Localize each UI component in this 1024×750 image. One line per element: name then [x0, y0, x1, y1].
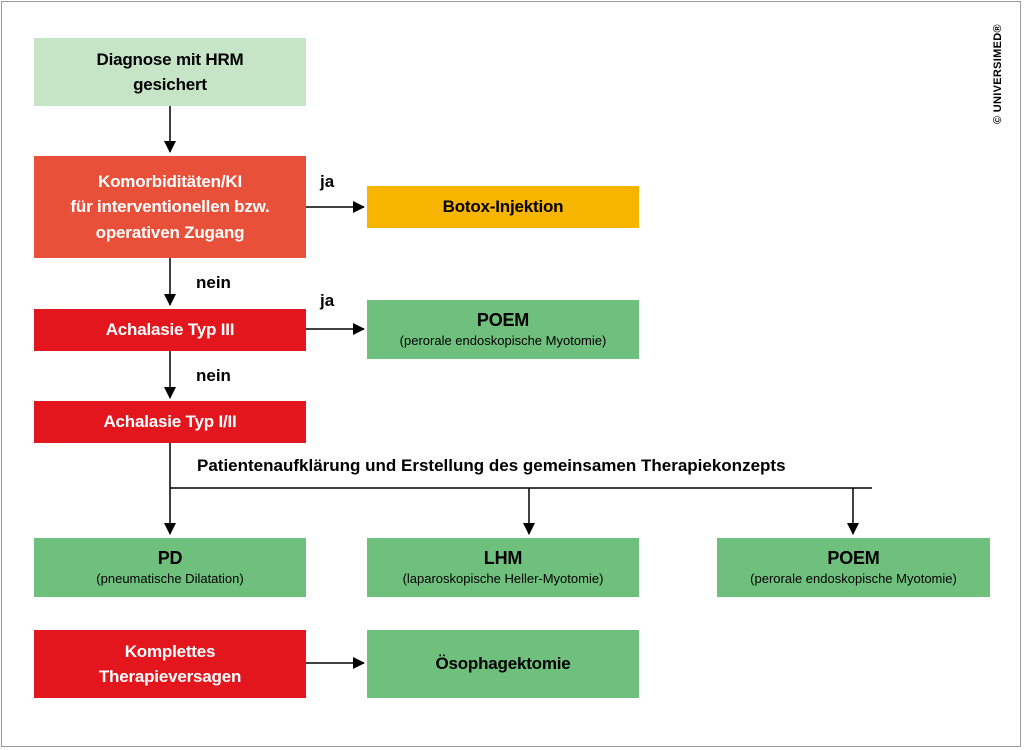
lhm-title: LHM [483, 547, 523, 568]
failure-line1: Komplettes [124, 641, 216, 661]
edge-label-no-type3: nein [196, 273, 231, 292]
diagnosis-line2: gesichert [133, 75, 207, 94]
comorbidities-line1: Komorbiditäten/KI [98, 171, 242, 191]
node-poem-bottom: POEM (perorale endoskopische Myotomie) [717, 538, 990, 597]
edge-label-no-type12: nein [196, 366, 231, 385]
esophagectomy-label: Ösophagektomie [435, 654, 571, 674]
node-poem-top: POEM (perorale endoskopische Myotomie) [367, 300, 639, 359]
node-comorbidities: Komorbiditäten/KI für interventionellen … [34, 156, 306, 258]
edge-label-yes-poem: ja [320, 291, 335, 310]
type3-label: Achalasie Typ III [105, 320, 235, 340]
diagnosis-line1: Diagnose mit HRM [96, 49, 244, 69]
node-therapy-failure: Komplettes Therapieversagen [34, 630, 306, 698]
edge-label-shared-decision: Patientenaufklärung und Erstellung des g… [197, 456, 786, 475]
lhm-subtitle: (laparoskopische Heller-Myotomie) [402, 571, 604, 587]
poem-top-title: POEM [476, 309, 530, 330]
comorbidities-line3: operativen Zugang [95, 222, 245, 242]
node-achalasia-type12: Achalasie Typ I/II [34, 401, 306, 443]
poem-top-subtitle: (perorale endoskopische Myotomie) [399, 333, 607, 349]
pd-subtitle: (pneumatische Dilatation) [96, 571, 244, 587]
comorbidities-line2: für interventionellen bzw. [70, 197, 270, 217]
pd-title: PD [157, 547, 183, 568]
failure-line2: Therapieversagen [98, 667, 242, 686]
node-lhm: LHM (laparoskopische Heller-Myotomie) [367, 538, 639, 597]
poem-bottom-subtitle: (perorale endoskopische Myotomie) [750, 571, 957, 587]
botox-label: Botox-Injektion [442, 197, 564, 217]
node-achalasia-type3: Achalasie Typ III [34, 309, 306, 351]
node-pd: PD (pneumatische Dilatation) [34, 538, 306, 597]
copyright-text: © UNIVERSIMED® [992, 24, 1004, 124]
node-diagnosis: Diagnose mit HRM gesichert [34, 38, 306, 106]
type12-label: Achalasie Typ I/II [103, 412, 237, 432]
poem-bottom-title: POEM [827, 547, 880, 568]
node-esophagectomy: Ösophagektomie [367, 630, 639, 698]
node-botox: Botox-Injektion [367, 186, 639, 228]
edge-label-yes-botox: ja [320, 172, 335, 191]
